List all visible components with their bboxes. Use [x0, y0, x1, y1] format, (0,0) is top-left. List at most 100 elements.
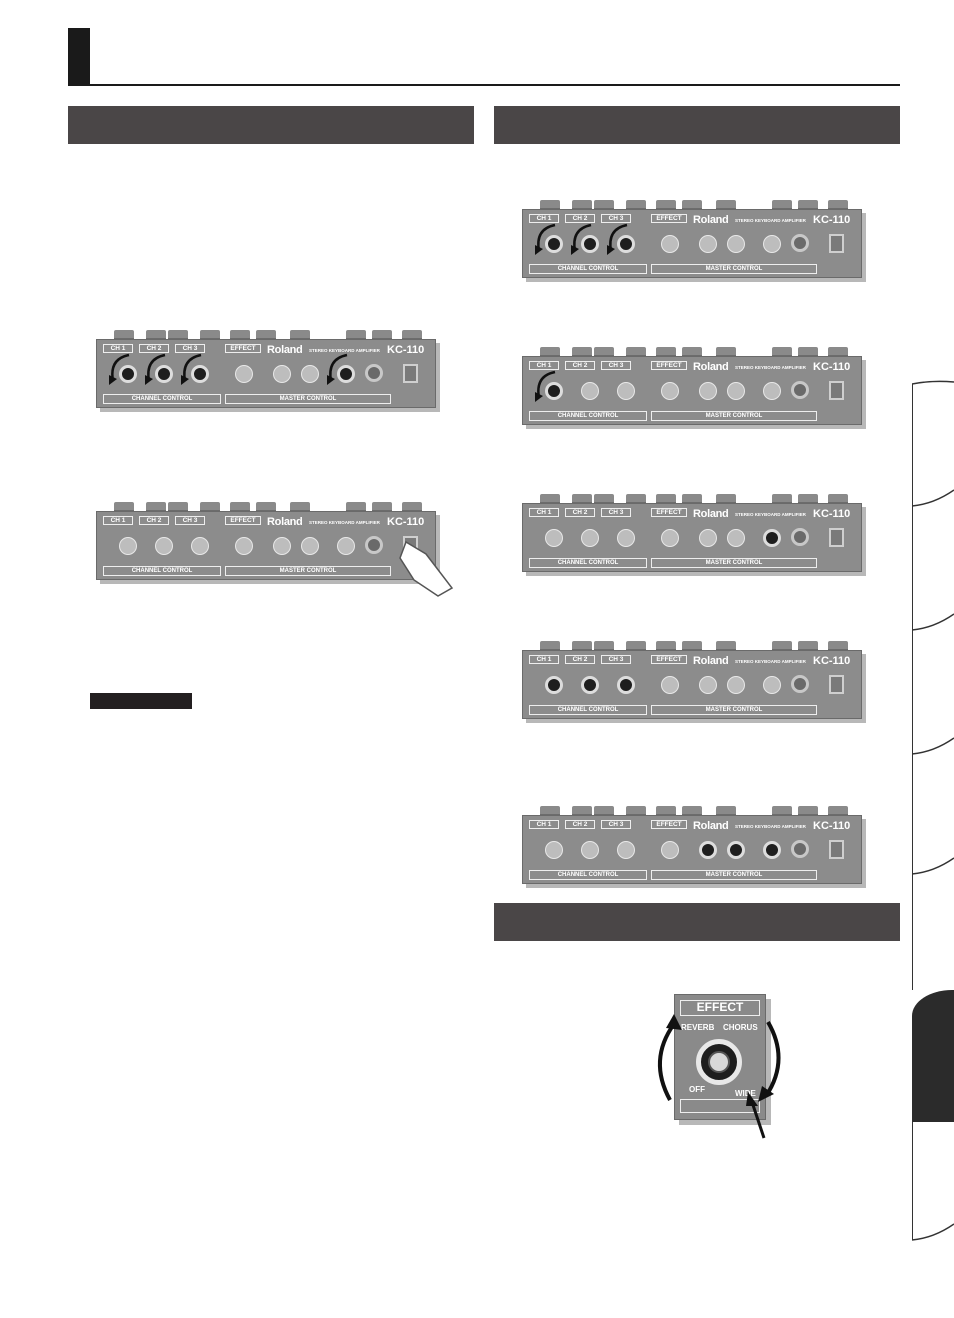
- knob[interactable]: [301, 537, 319, 555]
- jack: [402, 330, 422, 341]
- section-bar-right-bottom: [494, 903, 900, 941]
- index-tab-7[interactable]: [912, 1122, 954, 1240]
- jack: [402, 502, 422, 513]
- knob[interactable]: [661, 529, 679, 547]
- jack: [682, 200, 702, 211]
- knob[interactable]: [661, 841, 679, 859]
- knob[interactable]: [661, 235, 679, 253]
- index-tab-1[interactable]: [912, 384, 954, 508]
- knob[interactable]: [191, 537, 209, 555]
- brand-logo: Roland: [693, 655, 729, 667]
- knob[interactable]: [581, 676, 599, 694]
- knob[interactable]: [235, 537, 253, 555]
- power-switch[interactable]: [829, 675, 844, 694]
- jack: [372, 502, 392, 513]
- knob[interactable]: [617, 676, 635, 694]
- jack: [656, 200, 676, 211]
- knob[interactable]: [235, 365, 253, 383]
- effect-knob[interactable]: [696, 1039, 742, 1085]
- knob[interactable]: [617, 235, 635, 253]
- power-switch[interactable]: [403, 536, 418, 555]
- knob[interactable]: [763, 841, 781, 859]
- power-switch[interactable]: [829, 840, 844, 859]
- jack: [772, 806, 792, 817]
- knob[interactable]: [727, 529, 745, 547]
- channel-control-label: CHANNEL CONTROL: [529, 264, 647, 274]
- effect-closeup-panel: EFFECT REVERB CHORUS OFF WIDE: [674, 994, 766, 1120]
- channel-label: CH 3: [601, 214, 631, 223]
- knob[interactable]: [301, 365, 319, 383]
- jack: [572, 641, 592, 652]
- index-tab-4[interactable]: [912, 756, 954, 880]
- channel-label: CH 2: [139, 344, 169, 353]
- channel-label: CH 2: [565, 508, 595, 517]
- knob[interactable]: [727, 841, 745, 859]
- power-switch[interactable]: [829, 381, 844, 400]
- knob[interactable]: [661, 676, 679, 694]
- knob[interactable]: [155, 365, 173, 383]
- knob[interactable]: [727, 676, 745, 694]
- knob[interactable]: [581, 235, 599, 253]
- knob[interactable]: [763, 382, 781, 400]
- effect-label: EFFECT: [225, 344, 261, 353]
- model-name: KC-110: [813, 655, 851, 667]
- knob[interactable]: [727, 235, 745, 253]
- effect-label: EFFECT: [651, 820, 687, 829]
- index-tab-2[interactable]: [912, 508, 954, 632]
- knob[interactable]: [545, 235, 563, 253]
- knob[interactable]: [763, 529, 781, 547]
- index-tab-active[interactable]: [912, 990, 954, 1122]
- knob[interactable]: [699, 382, 717, 400]
- knob[interactable]: [581, 382, 599, 400]
- brand-logo: Roland: [693, 508, 729, 520]
- knob[interactable]: [545, 382, 563, 400]
- knob[interactable]: [545, 676, 563, 694]
- knob[interactable]: [155, 537, 173, 555]
- knob[interactable]: [337, 537, 355, 555]
- jack: [230, 330, 250, 341]
- power-switch[interactable]: [403, 364, 418, 383]
- jack: [772, 347, 792, 358]
- knob[interactable]: [119, 537, 137, 555]
- knob[interactable]: [699, 841, 717, 859]
- knob[interactable]: [581, 529, 599, 547]
- knob[interactable]: [699, 529, 717, 547]
- knob[interactable]: [617, 382, 635, 400]
- knob[interactable]: [617, 841, 635, 859]
- brand-logo: Roland: [693, 361, 729, 373]
- jack: [772, 200, 792, 211]
- jack: [798, 806, 818, 817]
- jack: [372, 330, 392, 341]
- knob[interactable]: [581, 841, 599, 859]
- knob[interactable]: [119, 365, 137, 383]
- knob[interactable]: [273, 365, 291, 383]
- knob[interactable]: [661, 382, 679, 400]
- knob[interactable]: [337, 365, 355, 383]
- knob[interactable]: [191, 365, 209, 383]
- master-control-label: MASTER CONTROL: [651, 264, 817, 274]
- power-switch[interactable]: [829, 528, 844, 547]
- off-label: OFF: [689, 1085, 705, 1094]
- effect-knob-cap: [708, 1051, 730, 1073]
- knob[interactable]: [699, 676, 717, 694]
- knob[interactable]: [545, 529, 563, 547]
- knob[interactable]: [763, 676, 781, 694]
- brand-logo: Roland: [693, 214, 729, 226]
- knob[interactable]: [273, 537, 291, 555]
- effect-strip: [680, 1099, 760, 1113]
- power-switch[interactable]: [829, 234, 844, 253]
- channel-label: CH 1: [529, 214, 559, 223]
- knob[interactable]: [545, 841, 563, 859]
- knob[interactable]: [699, 235, 717, 253]
- input-jacks: [536, 494, 848, 506]
- index-tab-5[interactable]: [912, 870, 954, 990]
- brand-logo: Roland: [693, 820, 729, 832]
- jack: [200, 330, 220, 341]
- knob[interactable]: [617, 529, 635, 547]
- model-name: KC-110: [387, 344, 425, 356]
- knob[interactable]: [763, 235, 781, 253]
- knob[interactable]: [727, 382, 745, 400]
- index-tab-3[interactable]: [912, 632, 954, 756]
